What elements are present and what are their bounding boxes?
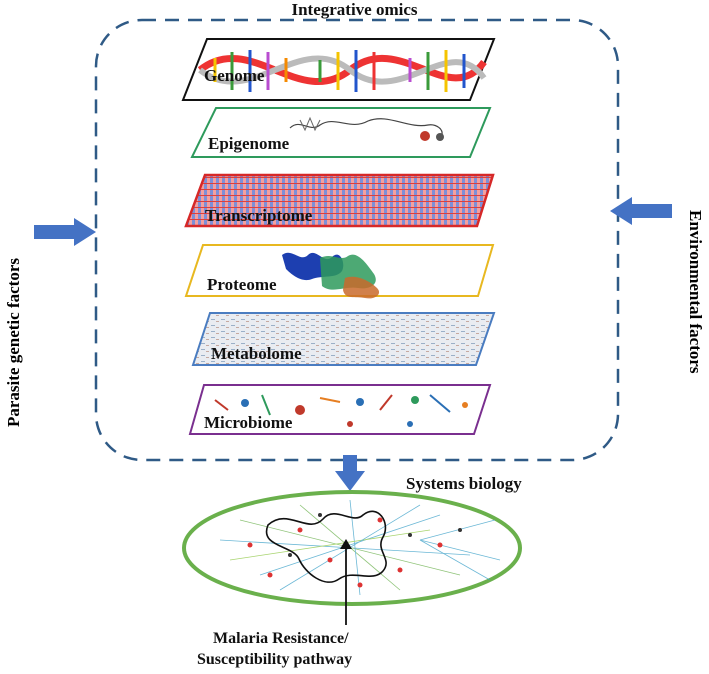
systems-biology-label: Systems biology [406,474,522,493]
layer-label-epigenome: Epigenome [208,134,290,153]
diagram-title: Integrative omics [291,0,418,19]
layer-label-genome: Genome [204,66,265,85]
systems-biology-network [182,490,522,606]
proteome-layer [184,244,495,299]
layer-label-transcriptome: Transcriptome [205,206,313,225]
layer-label-metabolome: Metabolome [211,344,302,363]
microbiome-layer [188,384,492,435]
layer-label-microbiome: Microbiome [204,413,293,432]
layer-label-proteome: Proteome [207,275,277,294]
epigenome-layer [190,107,492,158]
pathway-label-line2: Susceptibility pathway [197,651,353,668]
down-arrow [335,455,365,491]
genome-layer [181,38,496,101]
right-input-arrow [610,197,672,225]
pathway-label-line1: Malaria Resistance/ [213,630,349,647]
transcriptome-layer [184,173,495,228]
pathway-pointer [340,539,352,625]
metabolome-layer [191,312,496,366]
left-input-arrow [34,218,96,246]
